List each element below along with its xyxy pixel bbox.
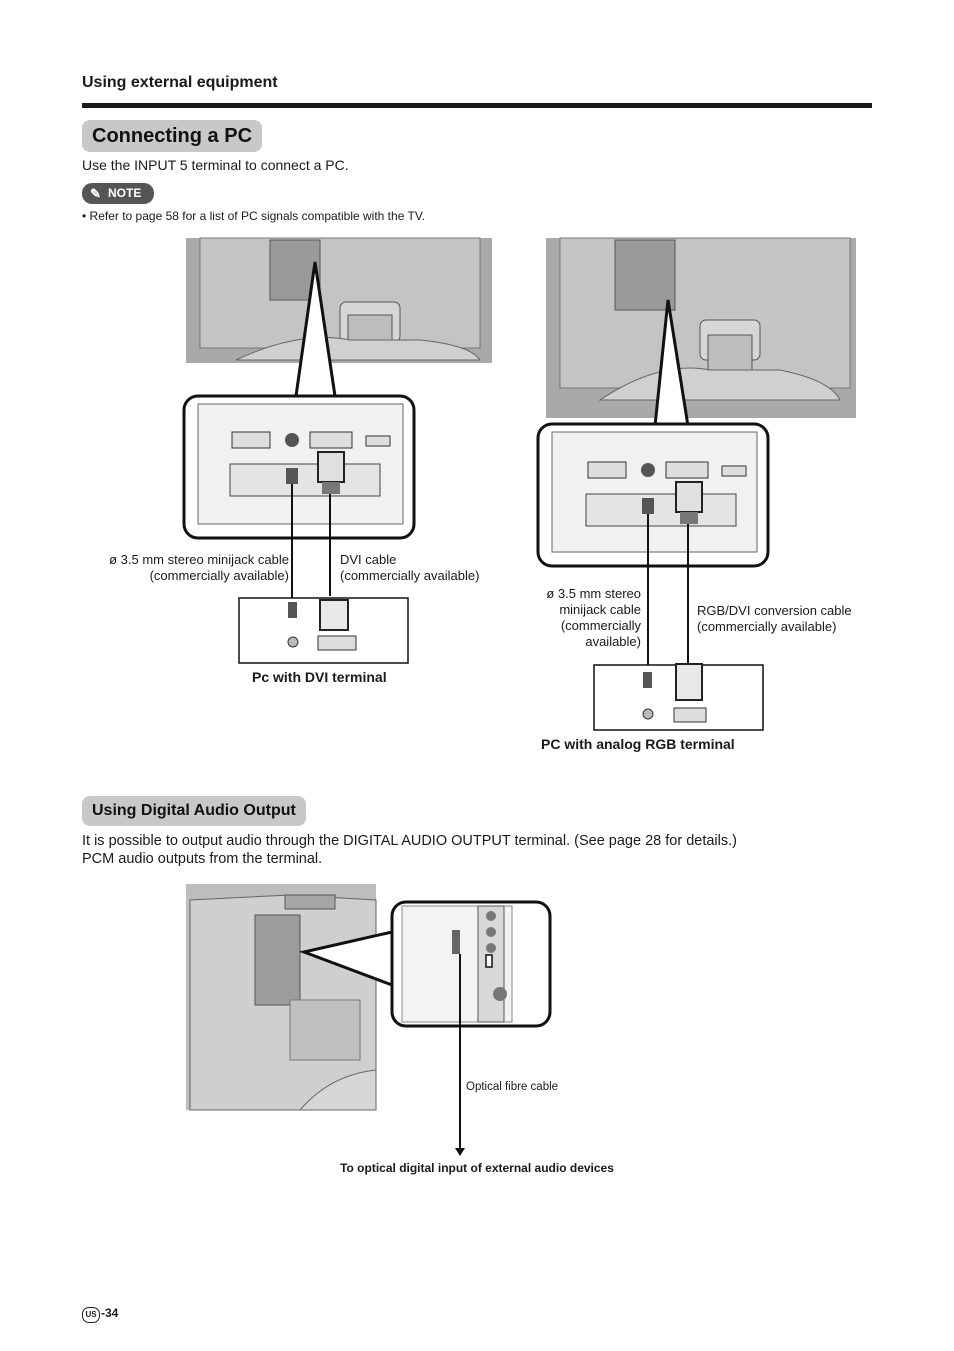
page-title: Connecting a PC bbox=[82, 120, 263, 152]
note-badge: ✎ NOTE bbox=[82, 183, 154, 204]
page-number: -34 bbox=[101, 1306, 119, 1320]
callout-rgb bbox=[536, 299, 770, 568]
optical-cable bbox=[455, 954, 465, 1156]
pencil-icon: ✎ bbox=[90, 186, 101, 201]
callout-digital-audio bbox=[298, 900, 552, 1028]
destination-caption: To optical digital input of external aud… bbox=[340, 1161, 614, 1175]
pc-box-rgb bbox=[593, 663, 764, 731]
dvi-audio-cable-caption: ø 3.5 mm stereo minijack cable (commerci… bbox=[109, 552, 289, 583]
optical-cable-caption: Optical fibre cable bbox=[466, 1081, 559, 1093]
header-rule bbox=[82, 103, 872, 108]
tv-rear-illustration-rgb bbox=[546, 237, 856, 418]
cables-dvi bbox=[291, 484, 331, 602]
pc-box-dvi bbox=[238, 597, 409, 664]
tv-side-illustration bbox=[186, 884, 377, 1111]
digital-audio-title: Using Digital Audio Output bbox=[82, 796, 306, 826]
pc-dvi-label: Pc with DVI terminal bbox=[252, 669, 387, 685]
digital-audio-paragraph: It is possible to output audio through t… bbox=[82, 833, 737, 867]
note-bullet: • Refer to page 58 for a list of PC sign… bbox=[82, 209, 426, 223]
intro-text: Use the INPUT 5 terminal to connect a PC… bbox=[82, 157, 349, 173]
dvi-video-cable-caption: DVI cable (commercially available) bbox=[340, 552, 480, 583]
rgb-video-cable-caption: RGB/DVI conversion cable (commercially a… bbox=[697, 603, 852, 634]
pc-rgb-label: PC with analog RGB terminal bbox=[541, 736, 735, 752]
cables-rgb bbox=[647, 514, 689, 672]
rgb-audio-cable-caption: ø 3.5 mm stereo minijack cable (commerci… bbox=[546, 586, 641, 649]
region-badge: US bbox=[82, 1307, 100, 1323]
section-header: Using external equipment bbox=[82, 74, 278, 91]
callout-dvi bbox=[182, 261, 416, 540]
tv-rear-illustration-dvi bbox=[186, 237, 492, 363]
